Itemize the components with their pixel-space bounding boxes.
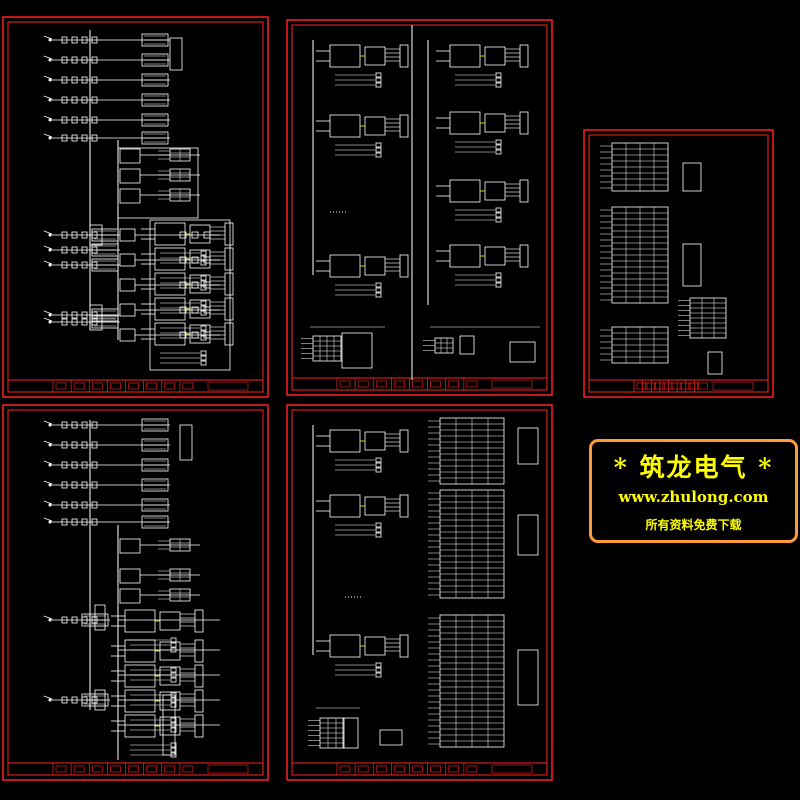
drawing-sheet-1	[2, 16, 269, 398]
feeder-mid-0	[43, 228, 120, 242]
sheet-5-terminal-b	[428, 489, 505, 599]
feeder-4	[43, 93, 170, 107]
feeder-5	[43, 113, 170, 127]
feeder-6	[43, 131, 170, 145]
sheet-5-terminal-a	[428, 417, 505, 485]
sheet-2-right-unit-0	[436, 44, 529, 88]
sheet-1-group-a-0	[158, 148, 191, 162]
drawing-sheet-5	[286, 404, 553, 781]
feeder-4-4	[43, 478, 170, 492]
sheet-1-group-a-1	[158, 168, 191, 182]
sheet-5-unit-2	[316, 634, 409, 678]
feeder-low-0	[43, 308, 120, 322]
sheet-2-legend-table-b	[423, 337, 454, 354]
feeder-4-6	[43, 515, 170, 529]
sheet-2-left-unit-1	[316, 114, 409, 158]
title-block	[291, 762, 548, 776]
feeder-4-3	[43, 458, 170, 472]
sheet-2-right-unit-3	[436, 244, 529, 288]
sheet-2-legend-table-a	[301, 335, 342, 362]
sheet-5-unit-0	[316, 429, 409, 473]
sheet-2-right-unit-1	[436, 111, 529, 155]
sheet-3-terminal-c	[600, 326, 669, 364]
sheet-5-unit-1	[316, 494, 409, 538]
feeder-low-1	[43, 315, 120, 329]
title-block	[588, 379, 769, 393]
feeder-mid-2	[43, 258, 120, 272]
banner-subtitle: 所有资料免费下载	[645, 518, 742, 532]
title-block	[291, 377, 548, 391]
sheet-2-left-unit-2	[316, 254, 409, 298]
sheet-4-group-2	[158, 588, 191, 602]
sheet-1-group-a-2	[158, 188, 191, 202]
drawing-sheet-3	[583, 129, 774, 398]
sheet-3-terminal-b	[600, 206, 669, 304]
sheet-4-relay-4	[111, 714, 204, 758]
title-block	[7, 762, 264, 776]
feeder-3	[43, 73, 170, 87]
sheet-1-relay-4	[141, 322, 234, 366]
feeder-4-mid-1	[43, 693, 110, 707]
zhulong-watermark-banner: * 筑龙电气 * www.zhulong.com 所有资料免费下载	[589, 439, 798, 543]
feeder-4-mid-0	[43, 613, 110, 627]
sheet-4-frame	[2, 404, 269, 781]
feeder-mid-1	[43, 243, 120, 257]
sheet-5-frame	[286, 404, 553, 781]
feeder-4-1	[43, 418, 170, 432]
title-block	[7, 379, 264, 393]
sheet-4-group-0	[158, 538, 191, 552]
drawing-sheet-4	[2, 404, 269, 781]
feeder-1	[43, 33, 170, 47]
drawing-sheet-2	[286, 19, 553, 396]
feeder-4-5	[43, 498, 170, 512]
feeder-2	[43, 53, 170, 67]
sheet-2-right-unit-2	[436, 179, 529, 223]
banner-url: www.zhulong.com	[618, 488, 769, 506]
sheet-1-frame	[2, 16, 269, 398]
sheet-3-terminal-d	[678, 297, 727, 339]
banner-title: * 筑龙电气 *	[613, 453, 774, 482]
sheet-3-terminal-a	[600, 142, 669, 192]
sheet-5-legend-table	[308, 717, 345, 749]
sheet-4-group-1	[158, 568, 191, 582]
feeder-4-2	[43, 438, 170, 452]
sheet-5-terminal-c	[428, 614, 505, 748]
sheet-2-left-unit-0	[316, 44, 409, 88]
